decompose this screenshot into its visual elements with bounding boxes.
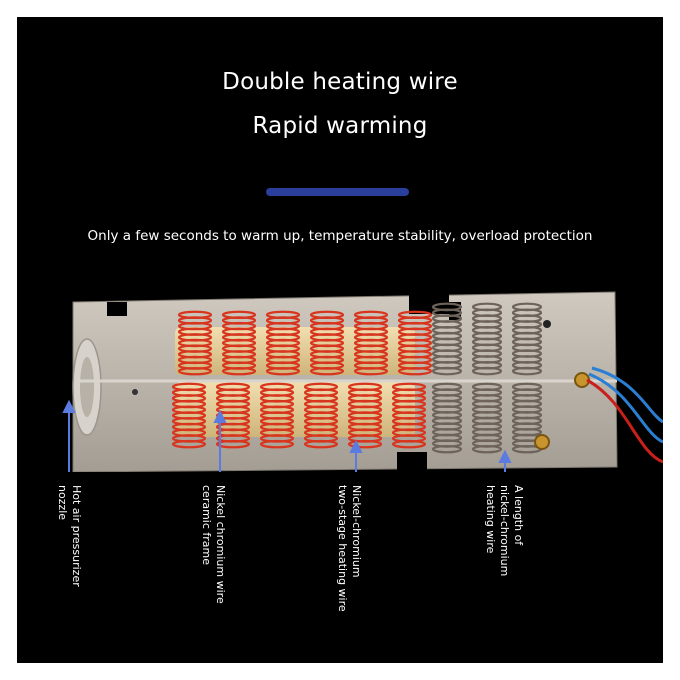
coil-turn: [511, 366, 543, 376]
coil-turn: [215, 439, 251, 449]
pointer-arrow-head: [498, 449, 512, 463]
pointer-arrows: [62, 399, 512, 472]
headline-line-1: Double heating wire: [222, 69, 458, 95]
label-length-wire: A length of nickel-chromium heating wire: [483, 485, 525, 576]
coil-turn: [397, 366, 433, 376]
coil-turn: [303, 439, 339, 449]
coil-turn: [171, 439, 207, 449]
label-two-stage-wire: Nickel-chromium two-stage heating wire: [335, 485, 363, 612]
label-nozzle-line2: nozzle: [56, 485, 69, 521]
label-ceramic-line1: Nickel chromium wire: [214, 485, 227, 604]
label-length-line1: A length of: [512, 485, 525, 546]
label-two-stage-line2: two-stage heating wire: [336, 485, 349, 612]
product-image-frame: Double heating wire Rapid warming Only a…: [17, 17, 663, 663]
label-two-stage-line1: Nickel-chromium: [350, 485, 363, 578]
nozzle-end: [72, 338, 102, 436]
label-length-line2: nickel-chromium: [498, 485, 511, 577]
label-ceramic-frame: Nickel chromium wire ceramic frame: [199, 485, 227, 604]
coil-turn: [353, 366, 389, 376]
accent-bar: [266, 188, 409, 196]
coil-turn: [177, 366, 213, 376]
headline-line-2: Rapid warming: [252, 113, 428, 139]
coil-turn: [431, 444, 463, 454]
coil-turn: [431, 366, 463, 376]
label-nozzle: Hot air pressurizer nozzle: [55, 485, 83, 587]
label-length-line3: heating wire: [484, 485, 497, 554]
steel-coils: [431, 302, 543, 454]
coil-turn: [471, 366, 503, 376]
coil-turn: [347, 439, 383, 449]
pointer-arrow-head: [213, 409, 227, 423]
copper-coils: [171, 310, 433, 449]
pointer-arrow-head: [62, 399, 76, 413]
coil-turn: [471, 444, 503, 454]
heating-element-illustration: [62, 291, 663, 472]
coil-turn: [259, 439, 295, 449]
feature-subtitle: Only a few seconds to warm up, temperatu…: [87, 228, 593, 244]
label-ceramic-line2: ceramic frame: [200, 485, 213, 566]
coil-turn: [265, 366, 301, 376]
label-nozzle-line1: Hot air pressurizer: [70, 485, 83, 587]
coil-turn: [309, 366, 345, 376]
pointer-arrow-head: [349, 439, 363, 453]
coil-turn: [391, 439, 427, 449]
lead-wires: [586, 366, 663, 464]
brass-eyelets: [534, 372, 590, 450]
coil-turn: [221, 366, 257, 376]
